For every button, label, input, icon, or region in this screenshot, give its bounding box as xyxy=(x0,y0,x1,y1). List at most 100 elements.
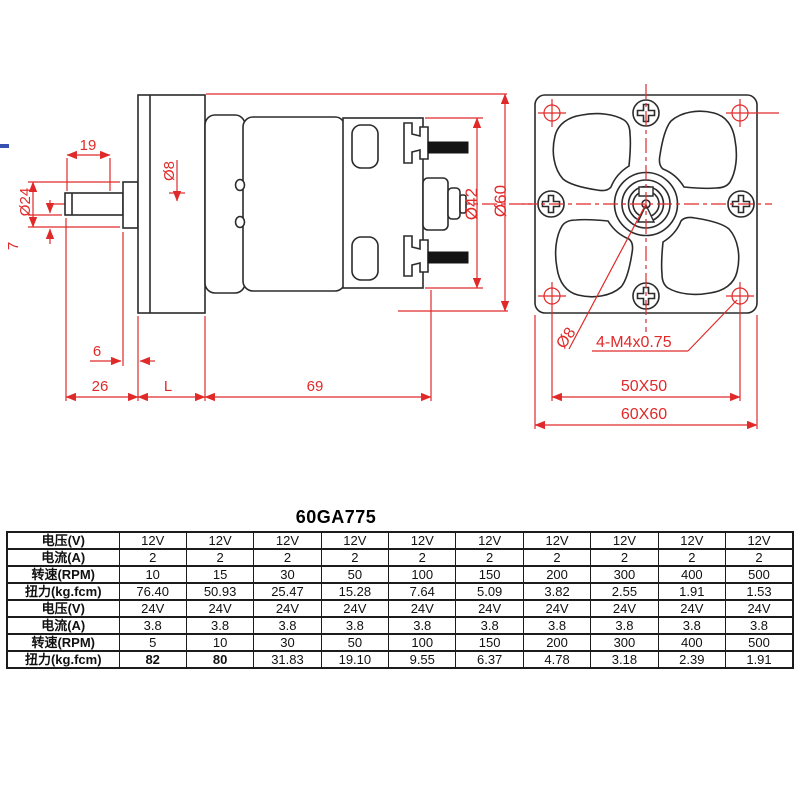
spec-cell: 5.09 xyxy=(455,582,524,601)
spec-table: 电压(V) 12V 12V 12V 12V 12V 12V 12V 12V 12… xyxy=(6,531,794,669)
dia-42-label: Ø42 xyxy=(462,188,481,220)
front-view: Ø8 4-M4x0.75 50X50 60X60 xyxy=(522,84,779,430)
table-row: 扭力(kg.fcm) 82 80 31.83 19.10 9.55 6.37 4… xyxy=(6,650,794,669)
spec-cell: 12V xyxy=(657,531,727,550)
table-row: 电压(V) 12V 12V 12V 12V 12V 12V 12V 12V 12… xyxy=(6,531,794,550)
spec-cell: 400 xyxy=(657,565,727,584)
row-label: 电压(V) xyxy=(6,531,120,550)
spec-cell: 3.8 xyxy=(522,616,592,635)
spec-cell: 24V xyxy=(253,599,322,618)
spec-cell: 24V xyxy=(725,599,794,618)
blue-mark xyxy=(0,144,9,148)
spec-cell: 12V xyxy=(118,531,187,550)
technical-drawing: 19 Ø24 7 Ø8 6 26 L 69 Ø42 Ø60 xyxy=(0,84,779,430)
vent-slot xyxy=(351,236,379,281)
table-row: 扭力(kg.fcm) 76.40 50.93 25.47 15.28 7.64 … xyxy=(6,582,794,601)
spec-cell: 1.91 xyxy=(657,582,727,601)
spec-cell: 200 xyxy=(522,633,592,652)
spec-cell: 150 xyxy=(455,565,524,584)
dim-L-label: L xyxy=(164,378,172,395)
spec-cell: 500 xyxy=(725,565,794,584)
front-dimensions xyxy=(522,84,772,430)
spec-cell: 1.53 xyxy=(725,582,794,601)
row-label: 电流(A) xyxy=(6,616,120,635)
spec-cell: 15.28 xyxy=(320,582,390,601)
spec-cell: 50.93 xyxy=(185,582,255,601)
dia-8-front-label: Ø8 xyxy=(553,325,579,352)
spec-cell: 200 xyxy=(522,565,592,584)
spec-cell: 19.10 xyxy=(320,650,390,669)
shaft-flat xyxy=(638,186,654,197)
spec-cell: 100 xyxy=(388,565,457,584)
spec-cell: 30 xyxy=(253,633,322,652)
spec-cell: 2 xyxy=(185,548,255,567)
dim-69-label: 69 xyxy=(307,378,324,395)
spec-cell: 1.91 xyxy=(725,650,794,669)
spec-section: 60GA775 电压(V) 12V 12V 12V 12V 12V 12V 12… xyxy=(6,507,794,669)
row-label: 电流(A) xyxy=(6,548,120,567)
spec-cell: 31.83 xyxy=(253,650,322,669)
spec-cell: 4.78 xyxy=(522,650,592,669)
spec-cell: 24V xyxy=(657,599,727,618)
spec-cell: 12V xyxy=(185,531,255,550)
spec-cell: 24V xyxy=(320,599,390,618)
table-row: 电压(V) 24V 24V 24V 24V 24V 24V 24V 24V 24… xyxy=(6,599,794,618)
spec-cell: 9.55 xyxy=(388,650,457,669)
spec-cell: 24V xyxy=(185,599,255,618)
table-row: 转速(RPM) 10 15 30 50 100 150 200 300 400 … xyxy=(6,565,794,584)
shaft-boss xyxy=(122,181,139,229)
spec-cell: 10 xyxy=(185,633,255,652)
model-title: 60GA775 xyxy=(295,507,377,527)
thread-label: 4-M4x0.75 xyxy=(596,334,672,351)
spec-cell: 7.64 xyxy=(388,582,457,601)
spec-cell: 82 xyxy=(118,650,187,669)
spec-cell: 3.8 xyxy=(253,616,322,635)
row-label: 转速(RPM) xyxy=(6,565,120,584)
spec-cell: 12V xyxy=(590,531,659,550)
spec-cell: 12V xyxy=(725,531,794,550)
spec-cell: 12V xyxy=(253,531,322,550)
row-label: 扭力(kg.fcm) xyxy=(6,650,120,669)
spec-cell: 6.37 xyxy=(455,650,524,669)
vent-slot xyxy=(351,124,379,169)
hole-spacing-label: 50X50 xyxy=(621,378,667,395)
spec-cell: 2 xyxy=(388,548,457,567)
spec-cell: 25.47 xyxy=(253,582,322,601)
spec-cell: 3.8 xyxy=(657,616,727,635)
spec-cell: 2 xyxy=(253,548,322,567)
assembly-screws xyxy=(537,99,755,310)
spec-cell: 400 xyxy=(657,633,727,652)
spec-cell: 150 xyxy=(455,633,524,652)
side-dimensions xyxy=(28,93,510,402)
mounting-holes xyxy=(538,99,779,305)
table-row: 电流(A) 3.8 3.8 3.8 3.8 3.8 3.8 3.8 3.8 3.… xyxy=(6,616,794,635)
spec-cell: 3.8 xyxy=(455,616,524,635)
dim-6-label: 6 xyxy=(93,343,101,360)
motor-can xyxy=(234,116,346,292)
table-row: 转速(RPM) 5 10 30 50 100 150 200 300 400 5… xyxy=(6,633,794,652)
dim-19-label: 19 xyxy=(80,137,97,154)
row-label: 转速(RPM) xyxy=(6,633,120,652)
output-shaft xyxy=(64,192,124,216)
rear-hub xyxy=(422,177,467,231)
motor-terminals xyxy=(403,122,469,277)
spec-cell: 30 xyxy=(253,565,322,584)
spec-cell: 3.8 xyxy=(320,616,390,635)
dia-8-shaft-label: Ø8 xyxy=(161,161,178,181)
spec-cell: 3.8 xyxy=(590,616,659,635)
dia-60-label: Ø60 xyxy=(491,185,510,217)
spec-cell: 24V xyxy=(388,599,457,618)
spec-cell: 15 xyxy=(185,565,255,584)
row-label: 扭力(kg.fcm) xyxy=(6,582,120,601)
spec-cell: 12V xyxy=(455,531,524,550)
spec-cell: 2 xyxy=(522,548,592,567)
spec-cell: 100 xyxy=(388,633,457,652)
spec-cell: 2 xyxy=(657,548,727,567)
spec-cell: 50 xyxy=(320,565,390,584)
spec-cell: 2 xyxy=(455,548,524,567)
spec-cell: 3.8 xyxy=(388,616,457,635)
gearbox-housing xyxy=(137,94,246,314)
spec-cell: 2 xyxy=(118,548,187,567)
dim-26-label: 26 xyxy=(92,378,109,395)
dim-7-label: 7 xyxy=(5,242,22,250)
